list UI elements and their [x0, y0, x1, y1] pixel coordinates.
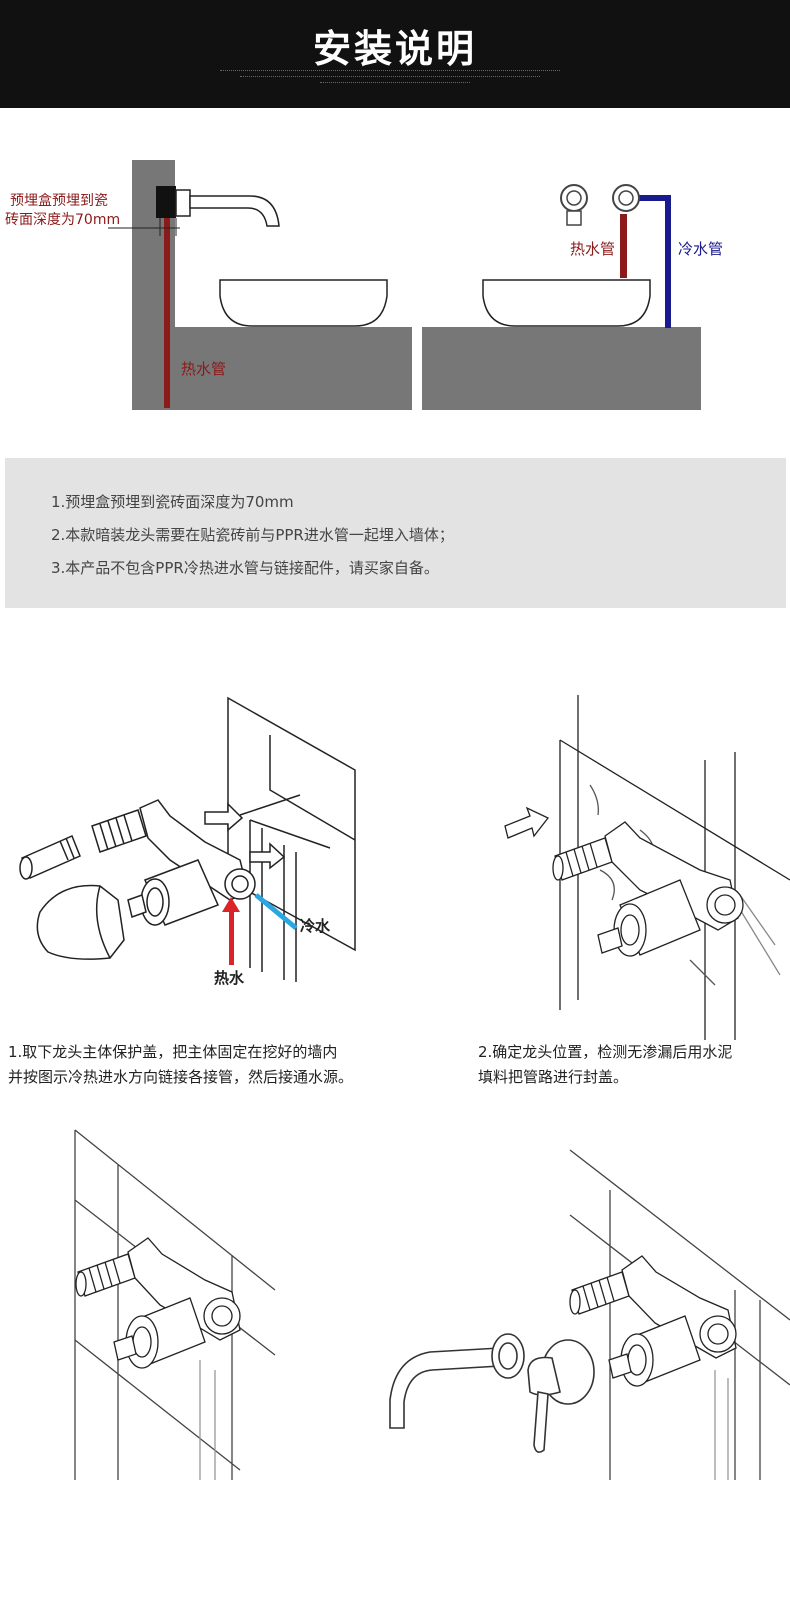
spout-stub: [566, 210, 582, 226]
left-basin: [219, 279, 388, 327]
step2-illustration: [504, 695, 790, 1040]
step1-caption: 1.取下龙头主体保护盖，把主体固定在挖好的墙内 并按图示冷热进水方向链接各接管，…: [8, 1040, 353, 1090]
step1-illustration: 冷水 热水: [19, 696, 356, 987]
step1-caption-line: 并按图示冷热进水方向链接各接管，然后接通水源。: [8, 1068, 354, 1086]
header-decoration: [240, 76, 540, 78]
left-counter: [132, 327, 412, 410]
right-basin: [482, 279, 651, 327]
cartridge-face-inner: [620, 914, 640, 946]
threaded-inlet: [77, 1253, 136, 1297]
step1-caption-line: 1.取下龙头主体保护盖，把主体固定在挖好的墙内: [8, 1043, 338, 1061]
valve-stem: [597, 927, 623, 954]
right-cold-pipe-label: 冷水管: [678, 240, 723, 258]
cold-water-label: 冷水: [300, 917, 331, 935]
right-counter: [422, 327, 701, 410]
step2-caption-line: 2.确定龙头位置，检测无渗漏后用水泥: [478, 1043, 733, 1061]
pipe-guide: [714, 1370, 729, 1480]
left-dimension-label: 砖面深度为70mm: [5, 212, 120, 228]
threaded-inlet: [554, 837, 613, 881]
valve-stem: [113, 1335, 137, 1361]
step2-caption: 2.确定龙头位置，检测无渗漏后用水泥 填料把管路进行封盖。: [478, 1040, 732, 1090]
step5-illustration: [569, 1149, 790, 1480]
recess-lines: [239, 794, 331, 849]
faucet-flange: [175, 189, 191, 217]
page-title: 安装说明: [312, 27, 477, 71]
outlet-ring-inner: [211, 1305, 233, 1327]
hot-water-label: 热水: [214, 969, 245, 987]
wall-panel: [227, 696, 356, 952]
nipple-end: [19, 856, 33, 880]
faucet-spout: [389, 1347, 501, 1429]
thread-lines: [565, 842, 598, 877]
valve-plate-inner: [618, 190, 634, 206]
nipple-band: [59, 837, 75, 861]
note-item: 3.本产品不包含PPR冷热进水管与链接配件，请买家自备。: [51, 559, 439, 577]
spout-flange-inner: [498, 1342, 518, 1370]
pipe-guide: [199, 1360, 216, 1480]
handle-base: [527, 1356, 561, 1396]
left-hot-pipe-label: 热水管: [181, 360, 226, 378]
cap-edge: [95, 885, 111, 959]
right-hot-pipe-label: 热水管: [570, 240, 615, 258]
right-hot-pipe: [620, 214, 627, 278]
valve-stem: [127, 894, 147, 918]
cold-water-line: [254, 893, 298, 930]
threaded-inlet: [571, 1271, 630, 1315]
flow-arrow-icon: [249, 842, 286, 870]
header-banner: 安装说明: [0, 0, 790, 108]
outlet-ring-inner: [707, 1323, 729, 1345]
hot-water-arrow-icon: [222, 897, 240, 965]
header-decoration: [220, 70, 560, 72]
step2-caption-line: 填料把管路进行封盖。: [478, 1068, 629, 1086]
flow-arrow-icon: [204, 802, 244, 832]
header-decoration: [320, 82, 470, 84]
faucet-lever: [533, 1391, 549, 1453]
spout-plate-inner: [566, 190, 582, 206]
protective-cap: [36, 884, 125, 960]
embedded-box: [156, 186, 176, 218]
left-dimension-label: 预埋盒预埋到瓷: [10, 192, 108, 209]
thread-lines: [88, 1258, 121, 1293]
inlet-end: [569, 1289, 581, 1315]
top-installation-diagram: 预埋盒预埋到瓷 砖面深度为70mm 热水管 热水管 冷水管: [5, 160, 723, 410]
inlet-end: [552, 855, 564, 881]
thread-lines: [99, 814, 133, 851]
cartridge-face-inner: [146, 887, 164, 917]
step3-illustration: [74, 1129, 276, 1480]
outlet-ring-inner: [231, 875, 249, 893]
valve-stem: [608, 1353, 632, 1379]
flow-arrow-icon: [504, 806, 550, 839]
outlet-ring-inner: [714, 894, 736, 916]
threaded-inlet: [91, 809, 147, 853]
step4-faucet-illustration: [389, 1333, 595, 1453]
left-spout: [189, 195, 280, 227]
left-hot-pipe: [164, 210, 170, 408]
notes-panel: 1.预埋盒预埋到瓷砖面深度为70mm 2.本款暗装龙头需要在贴瓷砖前与PPR进水…: [5, 458, 786, 608]
note-item: 2.本款暗装龙头需要在贴瓷砖前与PPR进水管一起埋入墙体；: [51, 526, 454, 544]
note-item: 1.预埋盒预埋到瓷砖面深度为70mm: [51, 493, 294, 511]
inlet-end: [75, 1271, 87, 1297]
thread-lines: [582, 1276, 615, 1311]
wall-recess: [269, 735, 356, 841]
